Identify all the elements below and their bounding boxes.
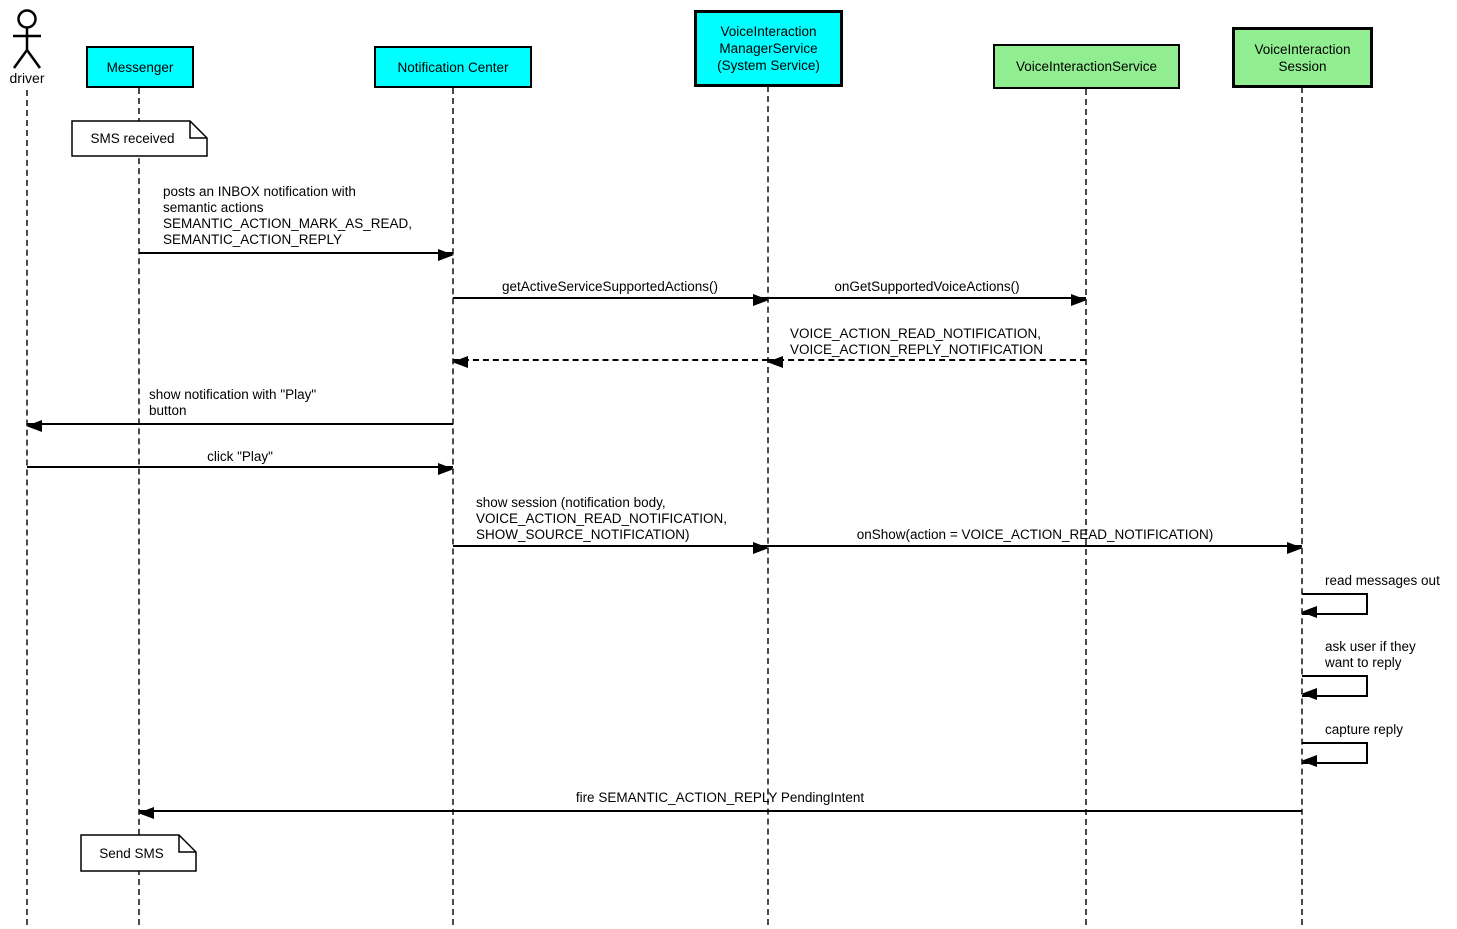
participant-label: (System Service) — [717, 58, 820, 73]
participant-messenger: Messenger — [86, 46, 194, 88]
arrowhead-right-icon — [753, 542, 769, 554]
message-arrow — [452, 356, 768, 368]
participant-voice-interaction-manager-service: VoiceInteraction ManagerService (System … — [694, 10, 843, 87]
arrowhead-left-icon — [1301, 688, 1317, 700]
message-arrow — [139, 249, 454, 261]
lifeline-voice-interaction-session — [1301, 87, 1303, 925]
note-shape-icon — [80, 834, 197, 872]
arrowhead-left-icon — [1301, 755, 1317, 767]
lifeline-driver — [26, 90, 28, 925]
lifeline-notification-center — [452, 88, 454, 925]
arrowhead-right-icon — [438, 249, 454, 261]
message-arrow — [27, 463, 454, 475]
participant-label: VoiceInteraction — [720, 24, 817, 39]
participant-label: Session — [1278, 58, 1327, 74]
message-arrow — [768, 542, 1303, 554]
arrowhead-left-icon — [1301, 606, 1317, 618]
arrowhead-left-icon — [138, 807, 154, 819]
message-arrow — [138, 807, 1302, 819]
participant-label: VoiceInteraction — [1254, 41, 1351, 57]
message-label: getActiveServiceSupportedActions() — [501, 279, 719, 294]
arrowhead-right-icon — [1287, 542, 1303, 554]
participant-label: ManagerService — [719, 41, 818, 56]
note-send-sms: Send SMS — [80, 834, 197, 872]
actor-icon — [12, 9, 42, 69]
message-arrow — [453, 542, 769, 554]
note-sms-received: SMS received — [71, 120, 208, 157]
arrowhead-left-icon — [767, 356, 783, 368]
arrowhead-right-icon — [438, 463, 454, 475]
arrowhead-left-icon — [452, 356, 468, 368]
self-message-arrow — [1301, 675, 1368, 700]
message-label: read messages out — [1325, 573, 1440, 588]
participant-voice-interaction-session: VoiceInteraction Session — [1232, 27, 1373, 88]
message-label: posts an INBOX notification with semanti… — [163, 184, 413, 247]
message-label: fire SEMANTIC_ACTION_REPLY PendingIntent — [575, 790, 865, 805]
lifeline-voice-interaction-manager-service — [767, 86, 769, 925]
participant-label: Notification Center — [397, 59, 509, 75]
note-text: SMS received — [90, 131, 175, 146]
message-arrow — [768, 294, 1087, 306]
message-label: show notification with "Play" button — [149, 387, 317, 418]
arrowhead-right-icon — [753, 294, 769, 306]
message-label: onGetSupportedVoiceActions() — [834, 279, 1020, 294]
message-label: VOICE_ACTION_READ_NOTIFICATION, VOICE_AC… — [790, 326, 1044, 357]
note-text: Send SMS — [99, 845, 164, 861]
message-label: onShow(action = VOICE_ACTION_READ_NOTIFI… — [856, 527, 1214, 542]
note-shape-icon — [71, 120, 208, 157]
message-label: show session (notification body, VOICE_A… — [476, 495, 728, 542]
arrowhead-left-icon — [26, 420, 42, 432]
lifeline-messenger — [138, 88, 140, 925]
message-arrow — [453, 294, 769, 306]
participant-voice-interaction-service: VoiceInteractionService — [993, 44, 1180, 89]
message-label: ask user if they want to reply — [1325, 639, 1416, 670]
actor-driver-label: driver — [9, 70, 45, 86]
message-arrow — [26, 420, 453, 432]
self-message-arrow — [1301, 742, 1368, 767]
message-label: click "Play" — [207, 449, 273, 464]
self-message-arrow — [1301, 593, 1368, 618]
arrowhead-right-icon — [1071, 294, 1087, 306]
participant-label: Messenger — [106, 59, 174, 75]
lifeline-voice-interaction-service — [1085, 89, 1087, 925]
message-label: capture reply — [1325, 722, 1404, 737]
participant-label: VoiceInteractionService — [1015, 59, 1158, 74]
participant-notification-center: Notification Center — [374, 46, 532, 88]
message-arrow — [767, 356, 1086, 368]
